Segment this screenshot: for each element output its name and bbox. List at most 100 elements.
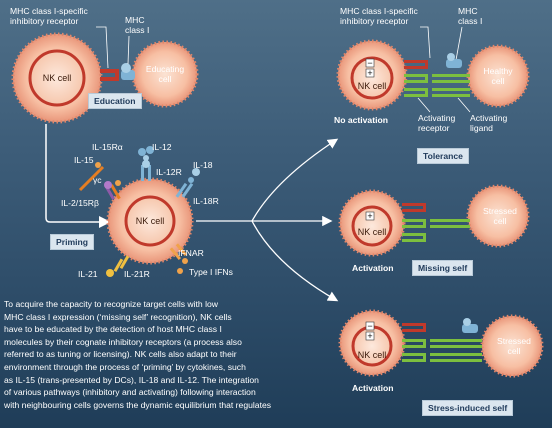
receptor-label-2: inhibitory receptor [10, 16, 78, 26]
panel-stress-induced-self: − + NK cell Stressed cell [338, 309, 544, 393]
inhibitory-receptor-icon [100, 69, 119, 81]
activating-receptor-label-2: receptor [418, 123, 450, 133]
activating-ligand-label-1: Activating [470, 113, 507, 123]
caption-line: To acquire the capacity to recognize tar… [4, 299, 218, 309]
activating-receptor-icon [402, 339, 426, 362]
education-panel: NK cell Educating cell MHC class I-speci… [10, 6, 199, 124]
nk-label-stress-induced: NK cell [358, 350, 387, 360]
missing-self-tag: Missing self [412, 260, 474, 276]
minus-sign-box [365, 58, 375, 68]
caption-line: molecules by their cognate inhibitory re… [4, 336, 242, 347]
mhc-class-i-icon [462, 318, 478, 333]
right-mhc-label-1: MHC [458, 6, 478, 16]
plus-sign: + [367, 331, 372, 341]
right-mhc-label-2: class I [458, 16, 482, 26]
inhibitory-receptor-icon [402, 323, 426, 332]
right-receptor-leader [420, 26, 431, 59]
il18-label: IL-18 [193, 160, 213, 170]
branch-arrows [196, 138, 339, 302]
ifnar-receptor-icon [169, 243, 188, 274]
il21r-label: IL-21R [124, 269, 150, 279]
healthy-cell-label-1: Healthy [483, 66, 513, 76]
inhibitory-receptor-icon [404, 60, 428, 69]
receptor-label-1: MHC class I-specific [10, 6, 89, 16]
nk-label-tolerance: NK cell [358, 81, 387, 91]
il15ra-label: IL-15Rα [92, 142, 123, 152]
plus-sign-box [365, 211, 375, 221]
healthy-cell [466, 44, 530, 108]
caption-line: of various pathways (inhibitory and acti… [4, 387, 256, 398]
stressed-cell-1-label-1: Stressed [483, 206, 517, 216]
mhc-label-2: class I [125, 25, 149, 35]
il21-label: IL-21 [78, 269, 98, 279]
mhc-leader-line [127, 35, 130, 65]
educating-cell-label-1: Educating [146, 64, 184, 74]
education-tag: Education [88, 93, 142, 109]
activating-ligand-icon [430, 339, 482, 362]
right-receptor-label-2: inhibitory receptor [340, 16, 408, 26]
panel-missing-self: + NK cell Stressed cell Activation [338, 184, 530, 273]
stress-induced-self-tag: Stress-induced self [422, 400, 514, 416]
il12r-label: IL-12R [156, 167, 182, 177]
il12-label: IL-12 [152, 142, 172, 152]
activating-receptor-icon [402, 219, 426, 242]
activating-receptor-icon [404, 74, 428, 97]
minus-sign: − [367, 321, 372, 331]
minus-sign: − [367, 58, 372, 68]
activating-receptor-label-1: Activating [418, 113, 455, 123]
il18r-label: IL-18R [193, 196, 219, 206]
inhibitory-receptor-icon [402, 203, 426, 212]
nk-nucleus-tolerance [350, 56, 394, 100]
healthy-cell-label-2: cell [492, 76, 505, 86]
mhc-label-1: MHC [125, 15, 145, 25]
caption-line: have to be educated by the detection of … [4, 324, 222, 335]
panel-tolerance: MHC class I-specific inhibitory receptor… [334, 6, 530, 133]
nk-label-missing-self: NK cell [358, 227, 387, 237]
tolerance-tag: Tolerance [417, 148, 469, 164]
stressed-cell-1 [466, 184, 530, 248]
il18-receptor-icon [175, 168, 200, 198]
caption-line: MHC class I expression (‘missing self’ r… [4, 311, 232, 322]
activation-label-2: Activation [352, 263, 394, 273]
nk-cell-label: NK cell [43, 73, 72, 83]
minus-sign-box [365, 321, 375, 331]
priming-panel: NK cell IL-15Rα IL-15 γc IL-2/15Rβ IL-12… [61, 142, 233, 279]
il12-receptor-icon [138, 146, 154, 181]
nk-nucleus-missing-self [351, 205, 393, 247]
caption-line: environment through the process of ‘prim… [4, 361, 246, 372]
right-mhc-leader [455, 26, 463, 61]
plus-sign-box [365, 331, 375, 341]
activating-ligand-label-2: ligand [470, 123, 493, 133]
gamma-c-label: γc [93, 175, 102, 185]
il15-receptor-icon [78, 162, 121, 200]
caption-line: as IL-15 (trans-presented by DCs), IL-18… [4, 374, 259, 385]
caption-paragraph: To acquire the capacity to recognize tar… [4, 298, 352, 411]
mhc-class-i-icon [446, 53, 462, 68]
priming-tag: Priming [50, 234, 94, 250]
act-receptor-leader [417, 97, 431, 113]
educating-cell-label-2: cell [159, 74, 172, 84]
activation-label-3: Activation [352, 383, 394, 393]
nk-nucleus-priming [124, 195, 176, 247]
stressed-cell-2-label-1: Stressed [497, 336, 531, 346]
il21-receptor-icon [106, 255, 130, 277]
il15-label: IL-15 [74, 155, 94, 165]
activating-ligand-icon [430, 219, 470, 228]
right-receptor-label-1: MHC class I-specific [340, 6, 419, 16]
mhc-class-i-icon [121, 63, 135, 80]
no-activation-label: No activation [334, 115, 388, 125]
il2-15rb-label: IL-2/15Rβ [61, 198, 99, 208]
stressed-cell-2-label-2: cell [508, 346, 521, 356]
priming-nk-label: NK cell [136, 216, 165, 226]
caption-line: with neighbouring cells governs the dyna… [4, 399, 272, 410]
act-ligand-leader [457, 97, 471, 113]
stressed-cell-1-label-2: cell [494, 216, 507, 226]
nk-nucleus [28, 49, 86, 107]
caption-line: referred to as tuning or licensing). NK … [4, 349, 237, 360]
plus-sign: + [367, 68, 372, 78]
type1-ifn-label: Type I IFNs [189, 267, 233, 277]
activating-ligand-icon [432, 74, 470, 97]
stressed-cell-2 [480, 314, 544, 378]
